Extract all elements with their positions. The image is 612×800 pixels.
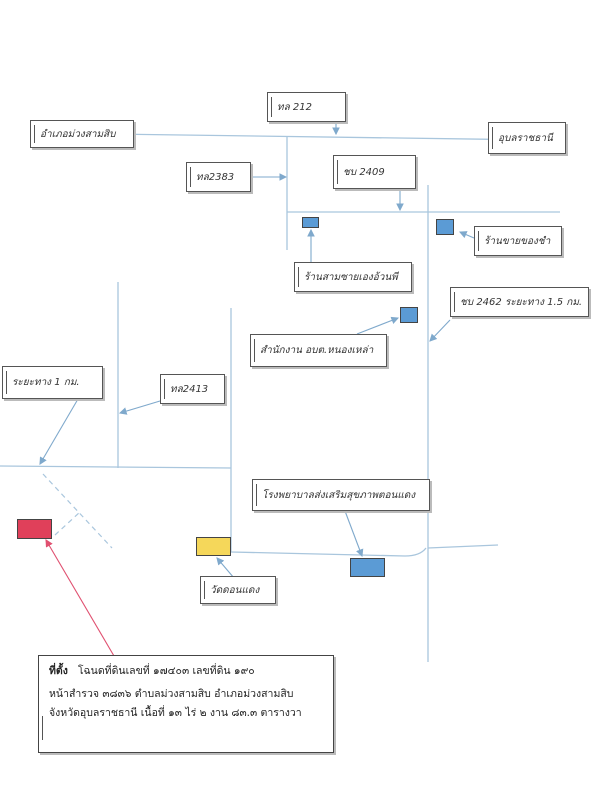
label-obt-office: สำนักงาน อบต.หนองเหล่า: [250, 334, 387, 367]
label-hwy-2383: ทล2383: [186, 162, 251, 192]
arrow-site-pointer: [45, 539, 115, 657]
label-hwy-2413: ทล2413: [160, 374, 225, 404]
label-text: ทล2413: [170, 383, 209, 395]
hospital-marker[interactable]: [350, 558, 385, 577]
label-text: ระยะทาง 1 กม.: [12, 377, 80, 388]
label-text: ชบ 2462 ระยะทาง 1.5 กม.: [460, 296, 583, 308]
arrow-hwy-2413: [118, 400, 161, 415]
label-hospital: โรงพยาบาลส่งเสริมสุขภาพตอนแดง: [252, 479, 430, 511]
label-text: ชบ 2409: [343, 166, 385, 178]
label-text: สำนักงาน อบต.หนองเหล่า: [260, 345, 374, 356]
label-distance-1km: ระยะทาง 1 กม.: [2, 366, 103, 399]
road-east-branch: [427, 544, 499, 549]
shop-repair-marker[interactable]: [436, 219, 454, 235]
location-info-box: ที่ตั้ง โฉนดที่ดินเลขที่ ๑๗๔๐๓ เลขที่ดิน …: [38, 655, 334, 753]
site-marker[interactable]: [17, 519, 52, 539]
label-text: ร้านสามซายเองอ้วนพี: [304, 271, 398, 283]
label-ub-2409: ชบ 2409: [333, 155, 416, 189]
arrow-shop-repair: [458, 231, 475, 239]
shop-somchai-marker[interactable]: [302, 217, 319, 228]
arrow-distance-1km: [39, 398, 79, 465]
label-text: อุบลราชธานี: [498, 132, 553, 144]
label-text: อำเภอม่วงสามสิบ: [40, 128, 116, 140]
label-shop-repair: ร้านขายของชำ: [474, 226, 562, 256]
label-temple: วัดดอนแดง: [200, 576, 276, 604]
arrow-ub-2462: [429, 319, 451, 342]
info-line-1: ที่ตั้ง โฉนดที่ดินเลขที่ ๑๗๔๐๓ เลขที่ดิน …: [49, 662, 325, 681]
label-text: ทล2383: [196, 171, 235, 183]
label-text: ร้านขายของชำ: [484, 235, 551, 247]
info-line-3: จังหวัดอุบลราชธานี เนื้อที่ ๑๓ ไร่ ๒ งาน…: [49, 707, 302, 719]
arrow-obt-office: [356, 316, 400, 335]
info-line-2: หน้าสำรวจ ๓๘๓๖ ตำบลม่วงสามสิบ อำเภอม่วงส…: [49, 688, 294, 700]
road-site-access: [42, 473, 113, 549]
arrow-temple: [216, 557, 235, 579]
info-heading: ที่ตั้ง: [49, 665, 68, 677]
label-text: ทล 212: [277, 101, 312, 113]
arrow-hospital: [344, 510, 364, 558]
road-local-1km: [0, 465, 232, 469]
label-amphoe-muang-sam-sip: อำเภอม่วงสามสิบ: [30, 120, 134, 148]
obt-office-marker[interactable]: [400, 307, 418, 323]
label-shop-somchai: ร้านสามซายเองอ้วนพี: [294, 262, 412, 292]
label-ub-2462: ชบ 2462 ระยะทาง 1.5 กม.: [450, 287, 589, 317]
info-deed: โฉนดที่ดินเลขที่ ๑๗๔๐๓ เลขที่ดิน ๑๙๐: [77, 665, 255, 677]
label-text: วัดดอนแดง: [210, 584, 260, 596]
label-ubon-ratchathani: อุบลราชธานี: [488, 122, 566, 154]
label-text: โรงพยาบาลส่งเสริมสุขภาพตอนแดง: [262, 489, 416, 501]
label-hwy-212: ทล 212: [267, 92, 346, 122]
road-hospital: [230, 547, 427, 557]
temple-marker[interactable]: [196, 537, 231, 556]
